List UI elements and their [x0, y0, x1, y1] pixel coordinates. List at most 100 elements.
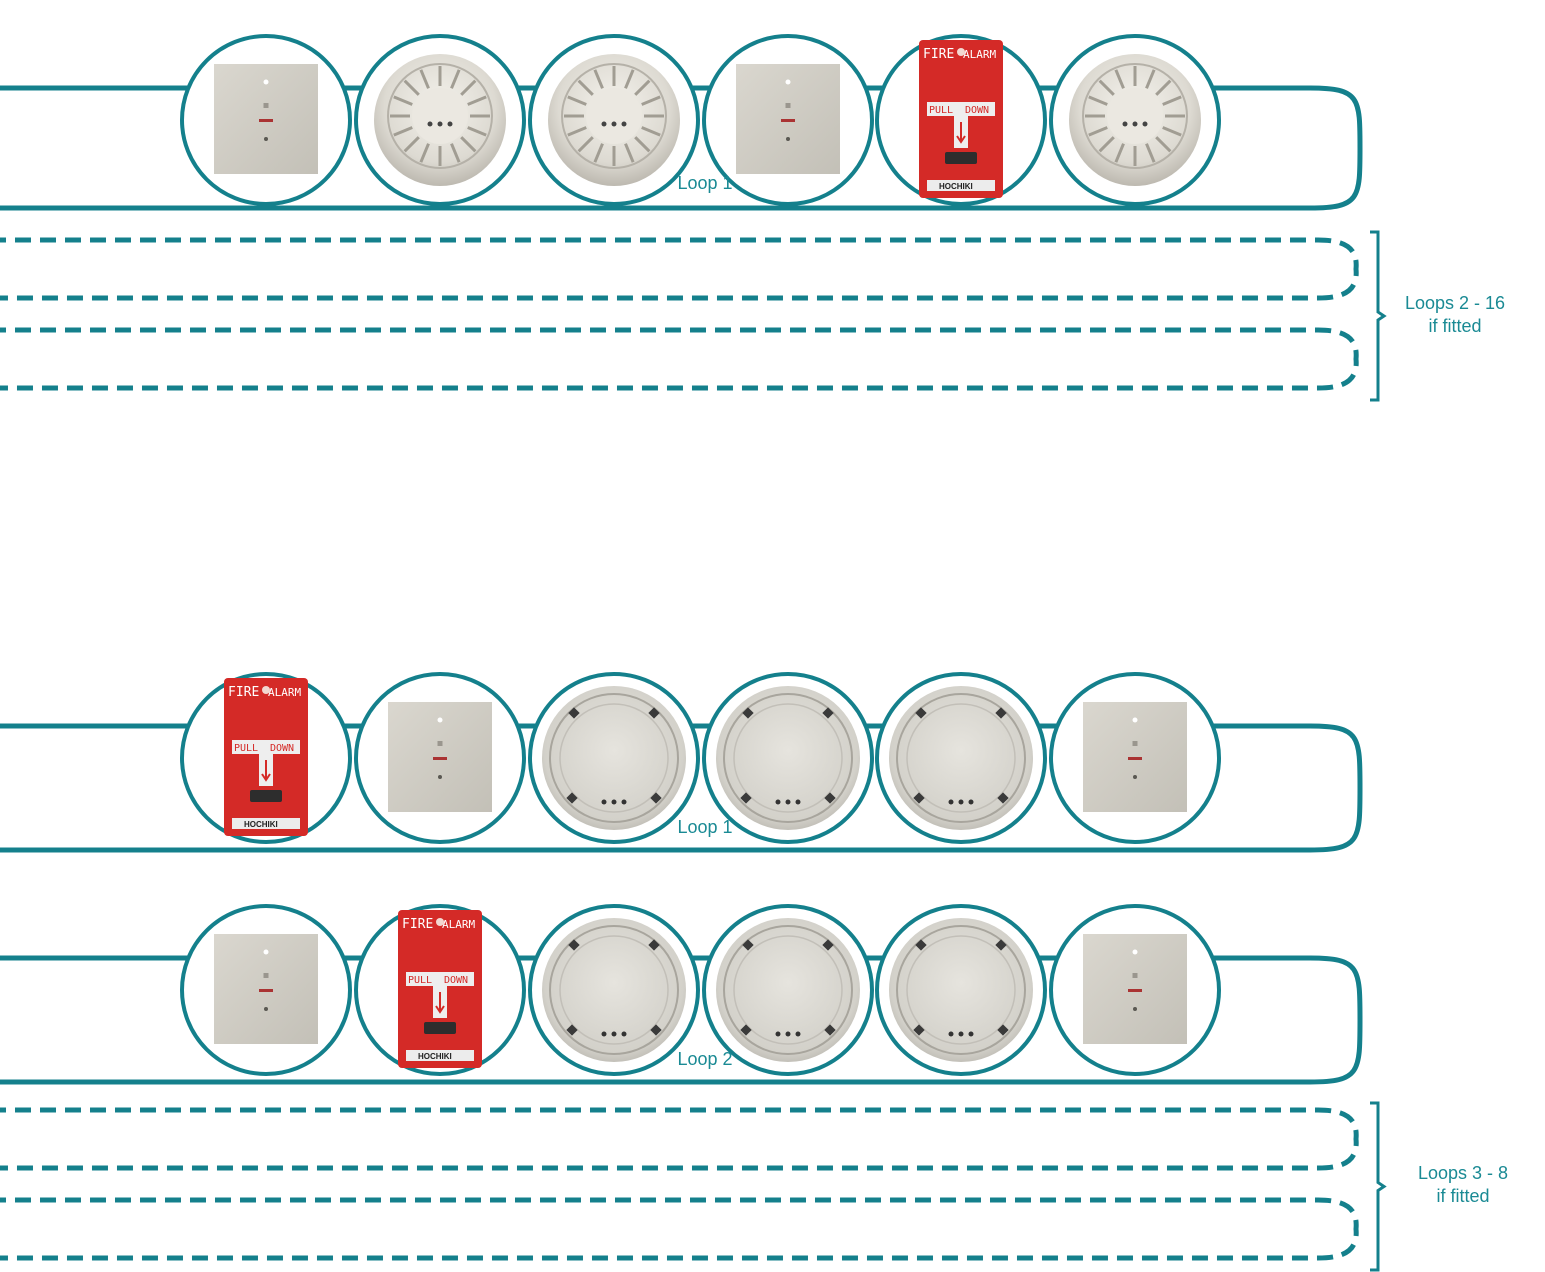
- device-smoke-detector-g2-l2-5: [877, 906, 1045, 1074]
- smoke-detector-dot: [959, 1032, 964, 1037]
- call-point-text-down: DOWN: [270, 743, 294, 754]
- call-point-text-brand: HOCHIKI: [244, 820, 278, 829]
- heat-detector-dot: [1143, 122, 1148, 127]
- call-point-text-down: DOWN: [965, 105, 989, 116]
- call-point-text-alarm: ALARM: [442, 918, 475, 931]
- smoke-detector-body: [716, 686, 860, 830]
- smoke-detector-body: [716, 918, 860, 1062]
- smoke-detector-body: [542, 918, 686, 1062]
- module-led: [786, 80, 791, 85]
- module-logo: [781, 119, 795, 122]
- smoke-detector-dot: [969, 800, 974, 805]
- call-point-text-pull: PULL: [234, 743, 258, 754]
- smoke-detector-dot: [776, 800, 781, 805]
- call-point-handle: [945, 152, 977, 164]
- call-point-led: [436, 918, 444, 926]
- call-point-text-alarm: ALARM: [268, 686, 301, 699]
- module-hole: [438, 775, 442, 779]
- module-led: [264, 950, 269, 955]
- device-module-g2-l2-1: [182, 906, 350, 1074]
- module-logo: [1128, 757, 1142, 760]
- module-led: [1133, 718, 1138, 723]
- smoke-detector-body: [889, 918, 1033, 1062]
- device-manual-call-point-g1-l1-5: FIRE ALARM PULL DOWN HOCHIKI: [877, 36, 1045, 204]
- module-hole: [264, 1007, 268, 1011]
- bracket-label-g1-line1: Loops 2 - 16: [1390, 292, 1520, 315]
- module-screw: [264, 973, 269, 978]
- smoke-detector-dot: [969, 1032, 974, 1037]
- smoke-detector-dot: [796, 1032, 801, 1037]
- device-manual-call-point-g2-l1-1: FIRE ALARM PULL DOWN HOCHIKI: [182, 674, 350, 842]
- call-point-text-fire: FIRE: [402, 917, 433, 932]
- module-hole: [264, 137, 268, 141]
- smoke-detector-dot: [612, 800, 617, 805]
- smoke-detector-body: [889, 686, 1033, 830]
- call-point-led: [957, 48, 965, 56]
- smoke-detector-dot: [959, 800, 964, 805]
- module-screw: [786, 103, 791, 108]
- module-hole: [1133, 775, 1137, 779]
- smoke-detector-dot: [622, 800, 627, 805]
- smoke-detector-dot: [612, 1032, 617, 1037]
- smoke-detector-body: [542, 686, 686, 830]
- smoke-detector-dot: [786, 1032, 791, 1037]
- call-point-text-alarm: ALARM: [963, 48, 996, 61]
- loop-label-g2-1: Loop 1: [650, 816, 760, 839]
- smoke-detector-dot: [786, 800, 791, 805]
- heat-detector-dot: [622, 122, 627, 127]
- call-point-handle: [424, 1022, 456, 1034]
- optional-loop-g2-2: [0, 1200, 1356, 1258]
- module-logo: [259, 989, 273, 992]
- module-screw: [1133, 973, 1138, 978]
- heat-detector-center: [1107, 88, 1163, 144]
- loop-label-g2-2: Loop 2: [650, 1048, 760, 1071]
- optional-loop-g1-1: [0, 240, 1356, 298]
- smoke-detector-dot: [602, 1032, 607, 1037]
- call-point-text-fire: FIRE: [923, 47, 954, 62]
- call-point-text-fire: FIRE: [228, 685, 259, 700]
- bracket-label-g1-line2: if fitted: [1390, 315, 1520, 338]
- bracket-label-g2-line2: if fitted: [1398, 1185, 1528, 1208]
- device-heat-detector-g1-l1-6: [1051, 36, 1219, 204]
- optional-loop-g2-1: [0, 1110, 1356, 1168]
- module-screw: [264, 103, 269, 108]
- module-logo: [259, 119, 273, 122]
- module-hole: [1133, 1007, 1137, 1011]
- heat-detector-center: [586, 88, 642, 144]
- device-module-g2-l1-6: [1051, 674, 1219, 842]
- heat-detector-dot: [612, 122, 617, 127]
- smoke-detector-dot: [602, 800, 607, 805]
- device-module-g1-l1-1: [182, 36, 350, 204]
- loop-label-g1-1: Loop 1: [650, 172, 760, 195]
- bracket-label-g2: Loops 3 - 8 if fitted: [1398, 1162, 1528, 1207]
- heat-detector-center: [412, 88, 468, 144]
- optional-loop-g1-2: [0, 330, 1356, 388]
- device-smoke-detector-g2-l1-5: [877, 674, 1045, 842]
- smoke-detector-dot: [622, 1032, 627, 1037]
- call-point-text-down: DOWN: [444, 975, 468, 986]
- module-led: [438, 718, 443, 723]
- call-point-text-brand: HOCHIKI: [418, 1052, 452, 1061]
- call-point-text-pull: PULL: [408, 975, 432, 986]
- heat-detector-dot: [428, 122, 433, 127]
- bracket-g2: [1370, 1103, 1384, 1270]
- heat-detector-dot: [602, 122, 607, 127]
- bracket-g1: [1370, 232, 1384, 400]
- heat-detector-dot: [438, 122, 443, 127]
- bracket-label-g1: Loops 2 - 16 if fitted: [1390, 292, 1520, 337]
- call-point-text-brand: HOCHIKI: [939, 182, 973, 191]
- smoke-detector-dot: [949, 1032, 954, 1037]
- heat-detector-dot: [1133, 122, 1138, 127]
- module-hole: [786, 137, 790, 141]
- call-point-text-pull: PULL: [929, 105, 953, 116]
- call-point-handle: [250, 790, 282, 802]
- module-logo: [433, 757, 447, 760]
- call-point-led: [262, 686, 270, 694]
- smoke-detector-dot: [776, 1032, 781, 1037]
- module-logo: [1128, 989, 1142, 992]
- heat-detector-dot: [448, 122, 453, 127]
- module-screw: [438, 741, 443, 746]
- bracket-label-g2-line1: Loops 3 - 8: [1398, 1162, 1528, 1185]
- module-led: [1133, 950, 1138, 955]
